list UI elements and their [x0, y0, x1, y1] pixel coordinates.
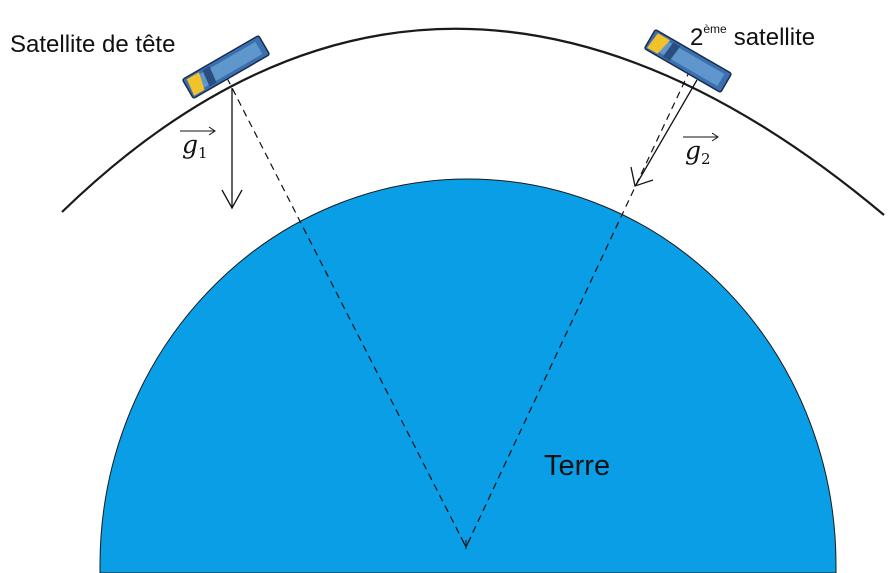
lead-satellite-icon [182, 35, 270, 99]
second-satellite-label: 2ème satellite [690, 22, 815, 51]
second-satellite-superscript: ème [703, 22, 727, 36]
g2-symbol: g2 [685, 136, 711, 168]
g2-label: g2 [683, 132, 719, 168]
second-satellite-word: satellite [734, 24, 815, 51]
g1-symbol: g1 [182, 130, 208, 162]
second-satellite-number: 2 [690, 24, 703, 51]
lead-satellite-label: Satellite de tête [10, 31, 175, 58]
g1-label: g1 [180, 126, 216, 162]
center-marker [460, 536, 472, 549]
second-satellite-icon [644, 29, 732, 93]
earth-shape [99, 178, 837, 573]
orbit-arc [61, 27, 885, 216]
dashed-line-second [465, 69, 691, 548]
g1-vector-arrow [221, 88, 243, 210]
earth-label: Terre [544, 450, 610, 482]
dashed-line-lead [226, 77, 467, 548]
g2-vector-arrow [630, 79, 698, 187]
